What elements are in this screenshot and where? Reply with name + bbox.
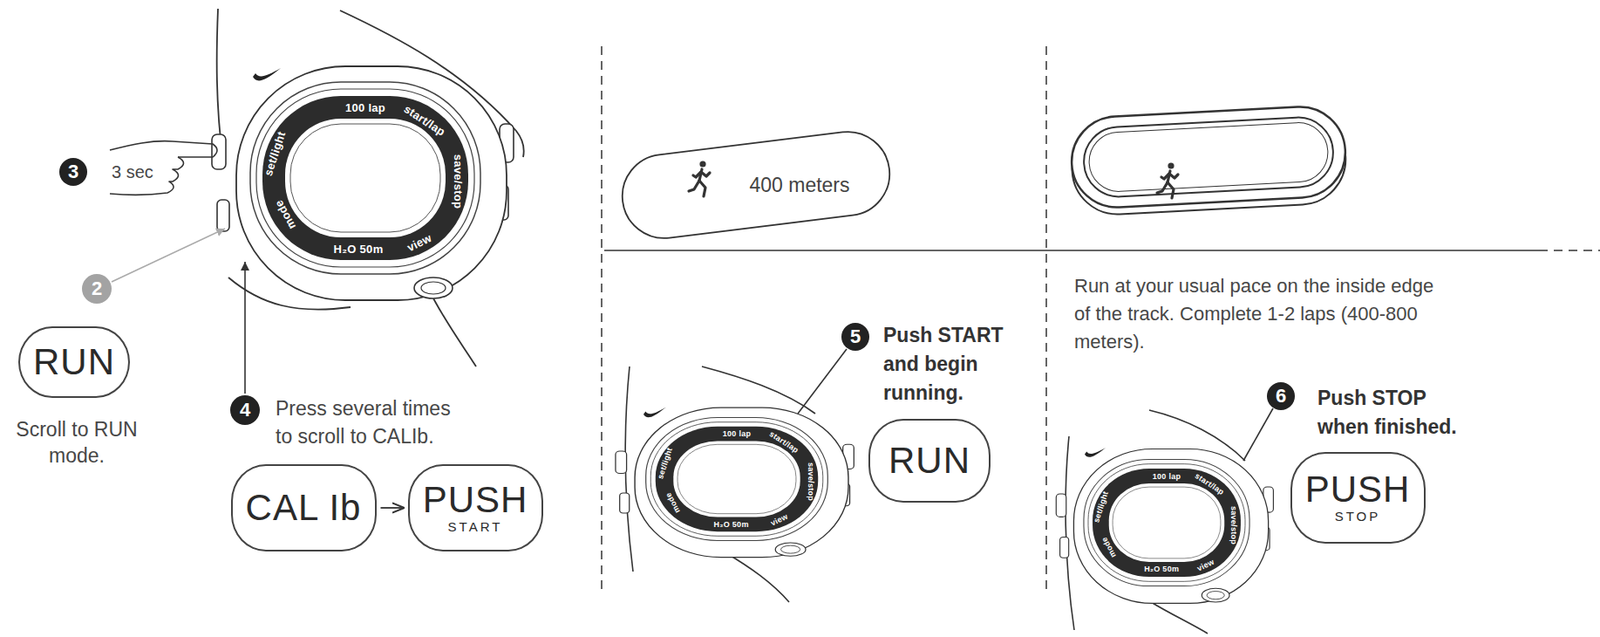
track-illustration bbox=[1068, 104, 1348, 217]
step-instruction: Scroll to RUN mode. bbox=[15, 416, 138, 470]
callout-number: 2 bbox=[81, 273, 112, 304]
bezel-label: H₂O 50m bbox=[714, 519, 749, 528]
brand-logo bbox=[1084, 447, 1106, 457]
bezel-label: start/lap bbox=[767, 429, 800, 455]
lcd-display: PUSHSTOP bbox=[1290, 451, 1426, 544]
lcd-display: PUSHSTART bbox=[408, 463, 544, 552]
node-text: 4 bbox=[239, 400, 251, 420]
step-instruction: Push STOP when finished. bbox=[1317, 383, 1462, 442]
bezel-label: mode bbox=[272, 197, 298, 232]
track-oval: 400 meters bbox=[616, 130, 896, 239]
node-text: PUSH bbox=[422, 481, 529, 518]
node-text: RUN bbox=[888, 442, 971, 479]
brand-logo bbox=[643, 407, 667, 418]
lcd-display: RUN bbox=[868, 418, 991, 503]
bezel-label: 100 lap bbox=[345, 102, 386, 114]
bezel-label: 100 lap bbox=[1152, 471, 1182, 480]
bezel-label: 100 lap bbox=[722, 429, 752, 438]
lcd-display: CAL Ib bbox=[231, 463, 377, 552]
bezel-label: view bbox=[1195, 557, 1216, 572]
step-instruction: Push START and begin running. bbox=[883, 320, 1032, 408]
bezel-label: mode bbox=[1100, 534, 1118, 558]
bezel-label: view bbox=[769, 512, 790, 528]
bezel-label: start/lap bbox=[401, 102, 448, 138]
callout-number: 4 bbox=[230, 394, 260, 425]
node-text: 6 bbox=[1275, 386, 1287, 406]
callout-number: 5 bbox=[841, 322, 870, 351]
lcd-display: RUN bbox=[18, 326, 130, 398]
leader-line bbox=[111, 228, 225, 282]
bezel-label: view bbox=[405, 231, 434, 254]
runner-figure bbox=[688, 160, 710, 197]
bezel-label: save/stop bbox=[452, 154, 464, 210]
node-text: 2 bbox=[91, 279, 103, 299]
section-divider bbox=[600, 46, 603, 593]
duration-label: 3 sec bbox=[111, 161, 154, 183]
bezel-label: set/light bbox=[656, 446, 675, 480]
node-text: CAL Ib bbox=[245, 489, 362, 526]
bezel-label: H₂O 50m bbox=[1143, 565, 1179, 573]
node-text: PUSH bbox=[1305, 470, 1411, 508]
bezel-label: set/light bbox=[262, 129, 288, 178]
section-divider bbox=[1045, 46, 1048, 593]
watch-illustration bbox=[211, 66, 514, 300]
hand-illustration bbox=[109, 141, 218, 196]
watch-illustration bbox=[615, 407, 854, 558]
bezel-label: save/stop bbox=[1229, 505, 1238, 545]
leader-line bbox=[1243, 408, 1274, 461]
runner-figure bbox=[1157, 162, 1178, 198]
bezel-label: set/light bbox=[1092, 489, 1110, 523]
node-text: 5 bbox=[850, 326, 861, 347]
section-divider bbox=[1538, 249, 1600, 252]
node-text: RUN bbox=[33, 343, 116, 381]
node-subtext: START bbox=[448, 519, 504, 535]
bezel-label: H₂O 50m bbox=[333, 243, 383, 255]
node-text: 400 meters bbox=[748, 173, 850, 198]
section-divider bbox=[604, 249, 1539, 252]
brand-logo bbox=[252, 68, 281, 81]
track-shape bbox=[617, 127, 894, 244]
flow-arrow bbox=[381, 506, 404, 509]
step-instruction: Press several times to scroll to CALIb. bbox=[275, 394, 463, 450]
leader-line bbox=[244, 261, 246, 394]
watch-illustration bbox=[1055, 449, 1274, 604]
bezel-label: start/lap bbox=[1193, 471, 1226, 497]
callout-number: 6 bbox=[1266, 381, 1295, 410]
callout-number: 3 bbox=[59, 157, 88, 186]
instruction-note: Run at your usual pace on the inside edg… bbox=[1074, 272, 1451, 356]
bezel-label: mode bbox=[664, 490, 682, 514]
bezel-label: save/stop bbox=[805, 461, 814, 500]
leader-line bbox=[797, 348, 847, 414]
node-text: 3 bbox=[68, 162, 79, 182]
node-subtext: STOP bbox=[1334, 509, 1382, 525]
